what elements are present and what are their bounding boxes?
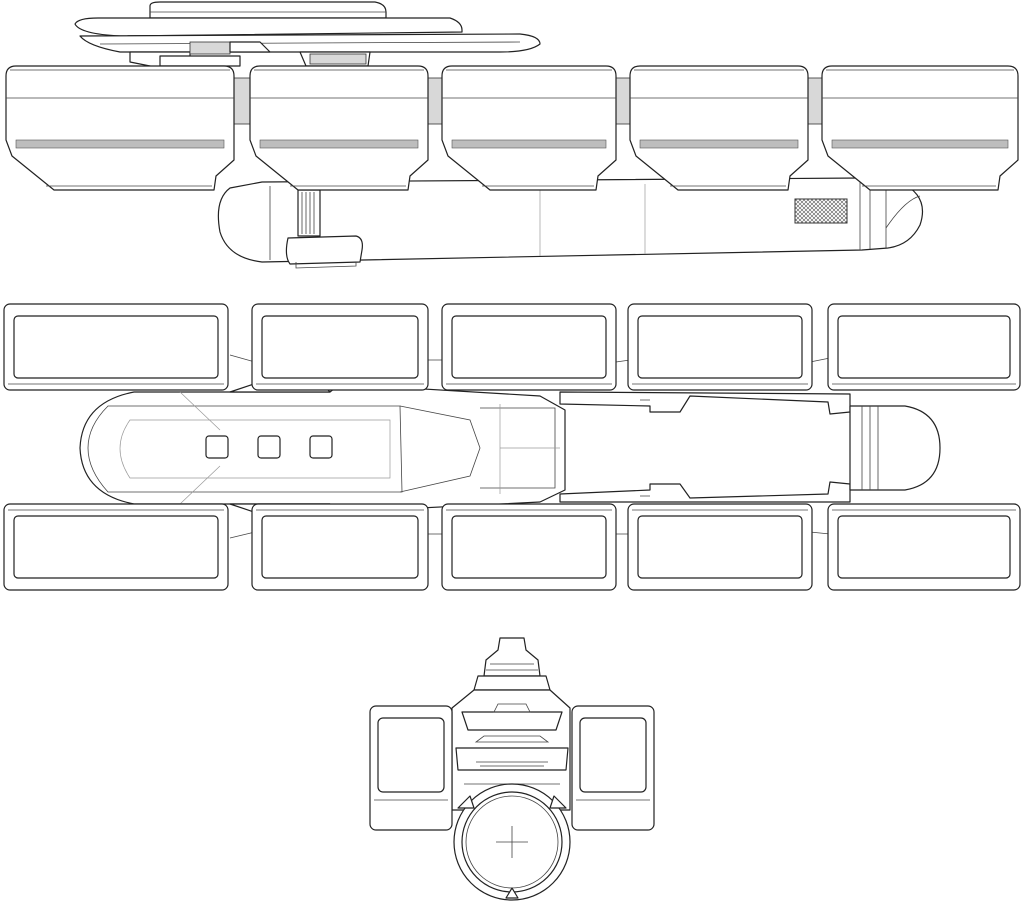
- top-cargo-pod: [251, 303, 429, 391]
- top-cargo-pod: [441, 303, 617, 391]
- side-upper-disc: [74, 17, 463, 37]
- top-cargo-pod: [3, 303, 229, 391]
- top-cargo-pod: [627, 503, 813, 591]
- spine-window: [257, 435, 281, 459]
- front-side-pod: [369, 705, 453, 831]
- front-side-pods: [369, 705, 655, 831]
- front-side-pod: [571, 705, 655, 831]
- top-aft-spine: [559, 391, 851, 415]
- spine-window: [309, 435, 333, 459]
- top-cargo-pod: [827, 503, 1021, 591]
- side-lower-hull: [217, 177, 924, 263]
- side-cargo-pod: [249, 65, 429, 191]
- top-engine-nacelle: [849, 405, 941, 491]
- top-cargo-pod: [441, 503, 617, 591]
- top-cargo-pod: [3, 503, 229, 591]
- side-cargo-pods: [5, 65, 1019, 191]
- top-cargo-pod: [827, 303, 1021, 391]
- front-engine-ring: [453, 783, 571, 901]
- spine-window: [205, 435, 229, 459]
- top-cargo-pods: [3, 303, 1021, 591]
- side-cargo-pod: [629, 65, 809, 191]
- top-spine-windows: [205, 435, 333, 459]
- side-cargo-pod: [5, 65, 235, 191]
- top-cargo-pod: [627, 303, 813, 391]
- front-view: [369, 637, 655, 901]
- top-cargo-pod: [251, 503, 429, 591]
- side-upper-saucer: [149, 1, 387, 19]
- side-hatched-panel: [794, 198, 848, 224]
- side-view: [5, 1, 1019, 269]
- side-cargo-pod: [821, 65, 1019, 191]
- side-lander-foot: [285, 235, 363, 265]
- top-view: [3, 303, 1021, 591]
- side-cargo-pod: [441, 65, 617, 191]
